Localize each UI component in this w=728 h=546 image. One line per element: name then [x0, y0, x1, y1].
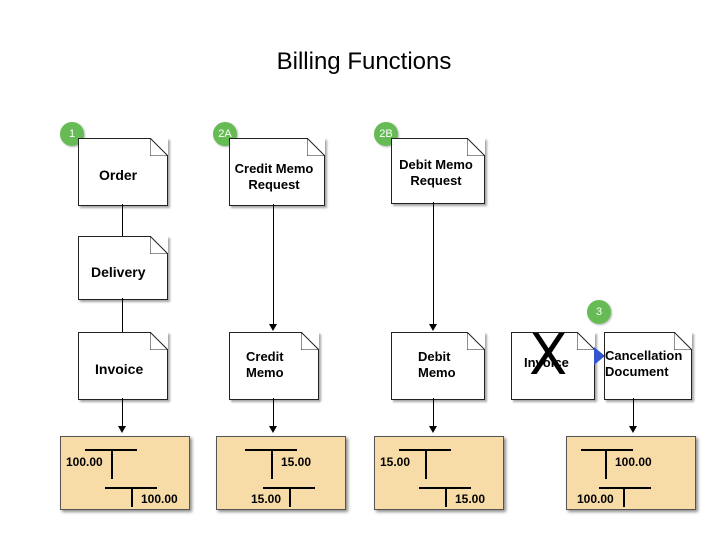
connector-line [433, 398, 434, 426]
account-debit-value: 15.00 [251, 492, 282, 506]
debit-memo-request-document: Debit Memo Request [391, 138, 485, 204]
account-debit-value: 15.00 [380, 455, 411, 469]
account-debit-value: 100.00 [577, 492, 614, 506]
pointer-arrow-icon [594, 347, 605, 365]
arrow-down-icon [429, 426, 437, 433]
page-title: Billing Functions [276, 48, 452, 75]
account-credit-value: 100.00 [141, 492, 178, 506]
account-credit-value: 15.00 [281, 455, 312, 469]
cancellation-document-label: Cancellation Document [605, 348, 683, 379]
credit-memo-document: Credit Memo [229, 332, 319, 400]
connector-line [633, 398, 634, 426]
folded-corner-icon [674, 332, 692, 350]
connector-line [122, 204, 123, 236]
debit-memo-document: Debit Memo [391, 332, 485, 400]
arrow-down-icon [629, 426, 637, 433]
t-account-cancellation: 100.00 100.00 [566, 436, 696, 510]
debit-memo-label: Debit Memo [418, 349, 456, 380]
t-account-debit-memo: 15.00 15.00 [374, 436, 504, 510]
folded-corner-icon [150, 138, 168, 156]
step-badge-3: 3 [587, 300, 611, 324]
arrow-down-icon [269, 426, 277, 433]
arrow-down-icon [269, 324, 277, 331]
folded-corner-icon [150, 332, 168, 350]
credit-memo-request-label: Credit Memo Request [234, 161, 314, 192]
folded-corner-icon [307, 138, 325, 156]
folded-corner-icon [301, 332, 319, 350]
delivery-label: Delivery [91, 264, 146, 280]
connector-line [433, 202, 434, 325]
connector-line [273, 204, 274, 325]
folded-corner-icon [467, 332, 485, 350]
t-account-credit-memo: 15.00 15.00 [216, 436, 346, 510]
account-debit-value: 100.00 [66, 455, 103, 469]
account-credit-value: 15.00 [455, 492, 486, 506]
t-account-invoice: 100.00 100.00 [60, 436, 190, 510]
connector-line [273, 398, 274, 426]
cancelled-invoice-document: Invoice [511, 332, 595, 400]
credit-memo-request-document: Credit Memo Request [229, 138, 325, 206]
order-label: Order [99, 167, 138, 183]
cancelled-invoice-label: Invoice [524, 355, 569, 370]
debit-memo-request-label: Debit Memo Request [399, 157, 473, 188]
folded-corner-icon [577, 332, 595, 350]
folded-corner-icon [467, 138, 485, 156]
folded-corner-icon [150, 236, 168, 254]
order-document: Order [78, 138, 168, 206]
step-badge-2b: 2B [374, 122, 398, 146]
account-credit-value: 100.00 [615, 455, 652, 469]
connector-line [122, 298, 123, 332]
arrow-down-icon [429, 324, 437, 331]
step-badge-1: 1 [60, 122, 84, 146]
invoice-label: Invoice [95, 361, 144, 377]
delivery-document: Delivery [78, 236, 168, 300]
invoice-document: Invoice [78, 332, 168, 400]
credit-memo-label: Credit Memo [246, 349, 284, 380]
arrow-down-icon [118, 426, 126, 433]
cancellation-document: Cancellation Document [604, 332, 692, 400]
connector-line [122, 398, 123, 426]
cancel-x-icon: X [529, 323, 568, 388]
